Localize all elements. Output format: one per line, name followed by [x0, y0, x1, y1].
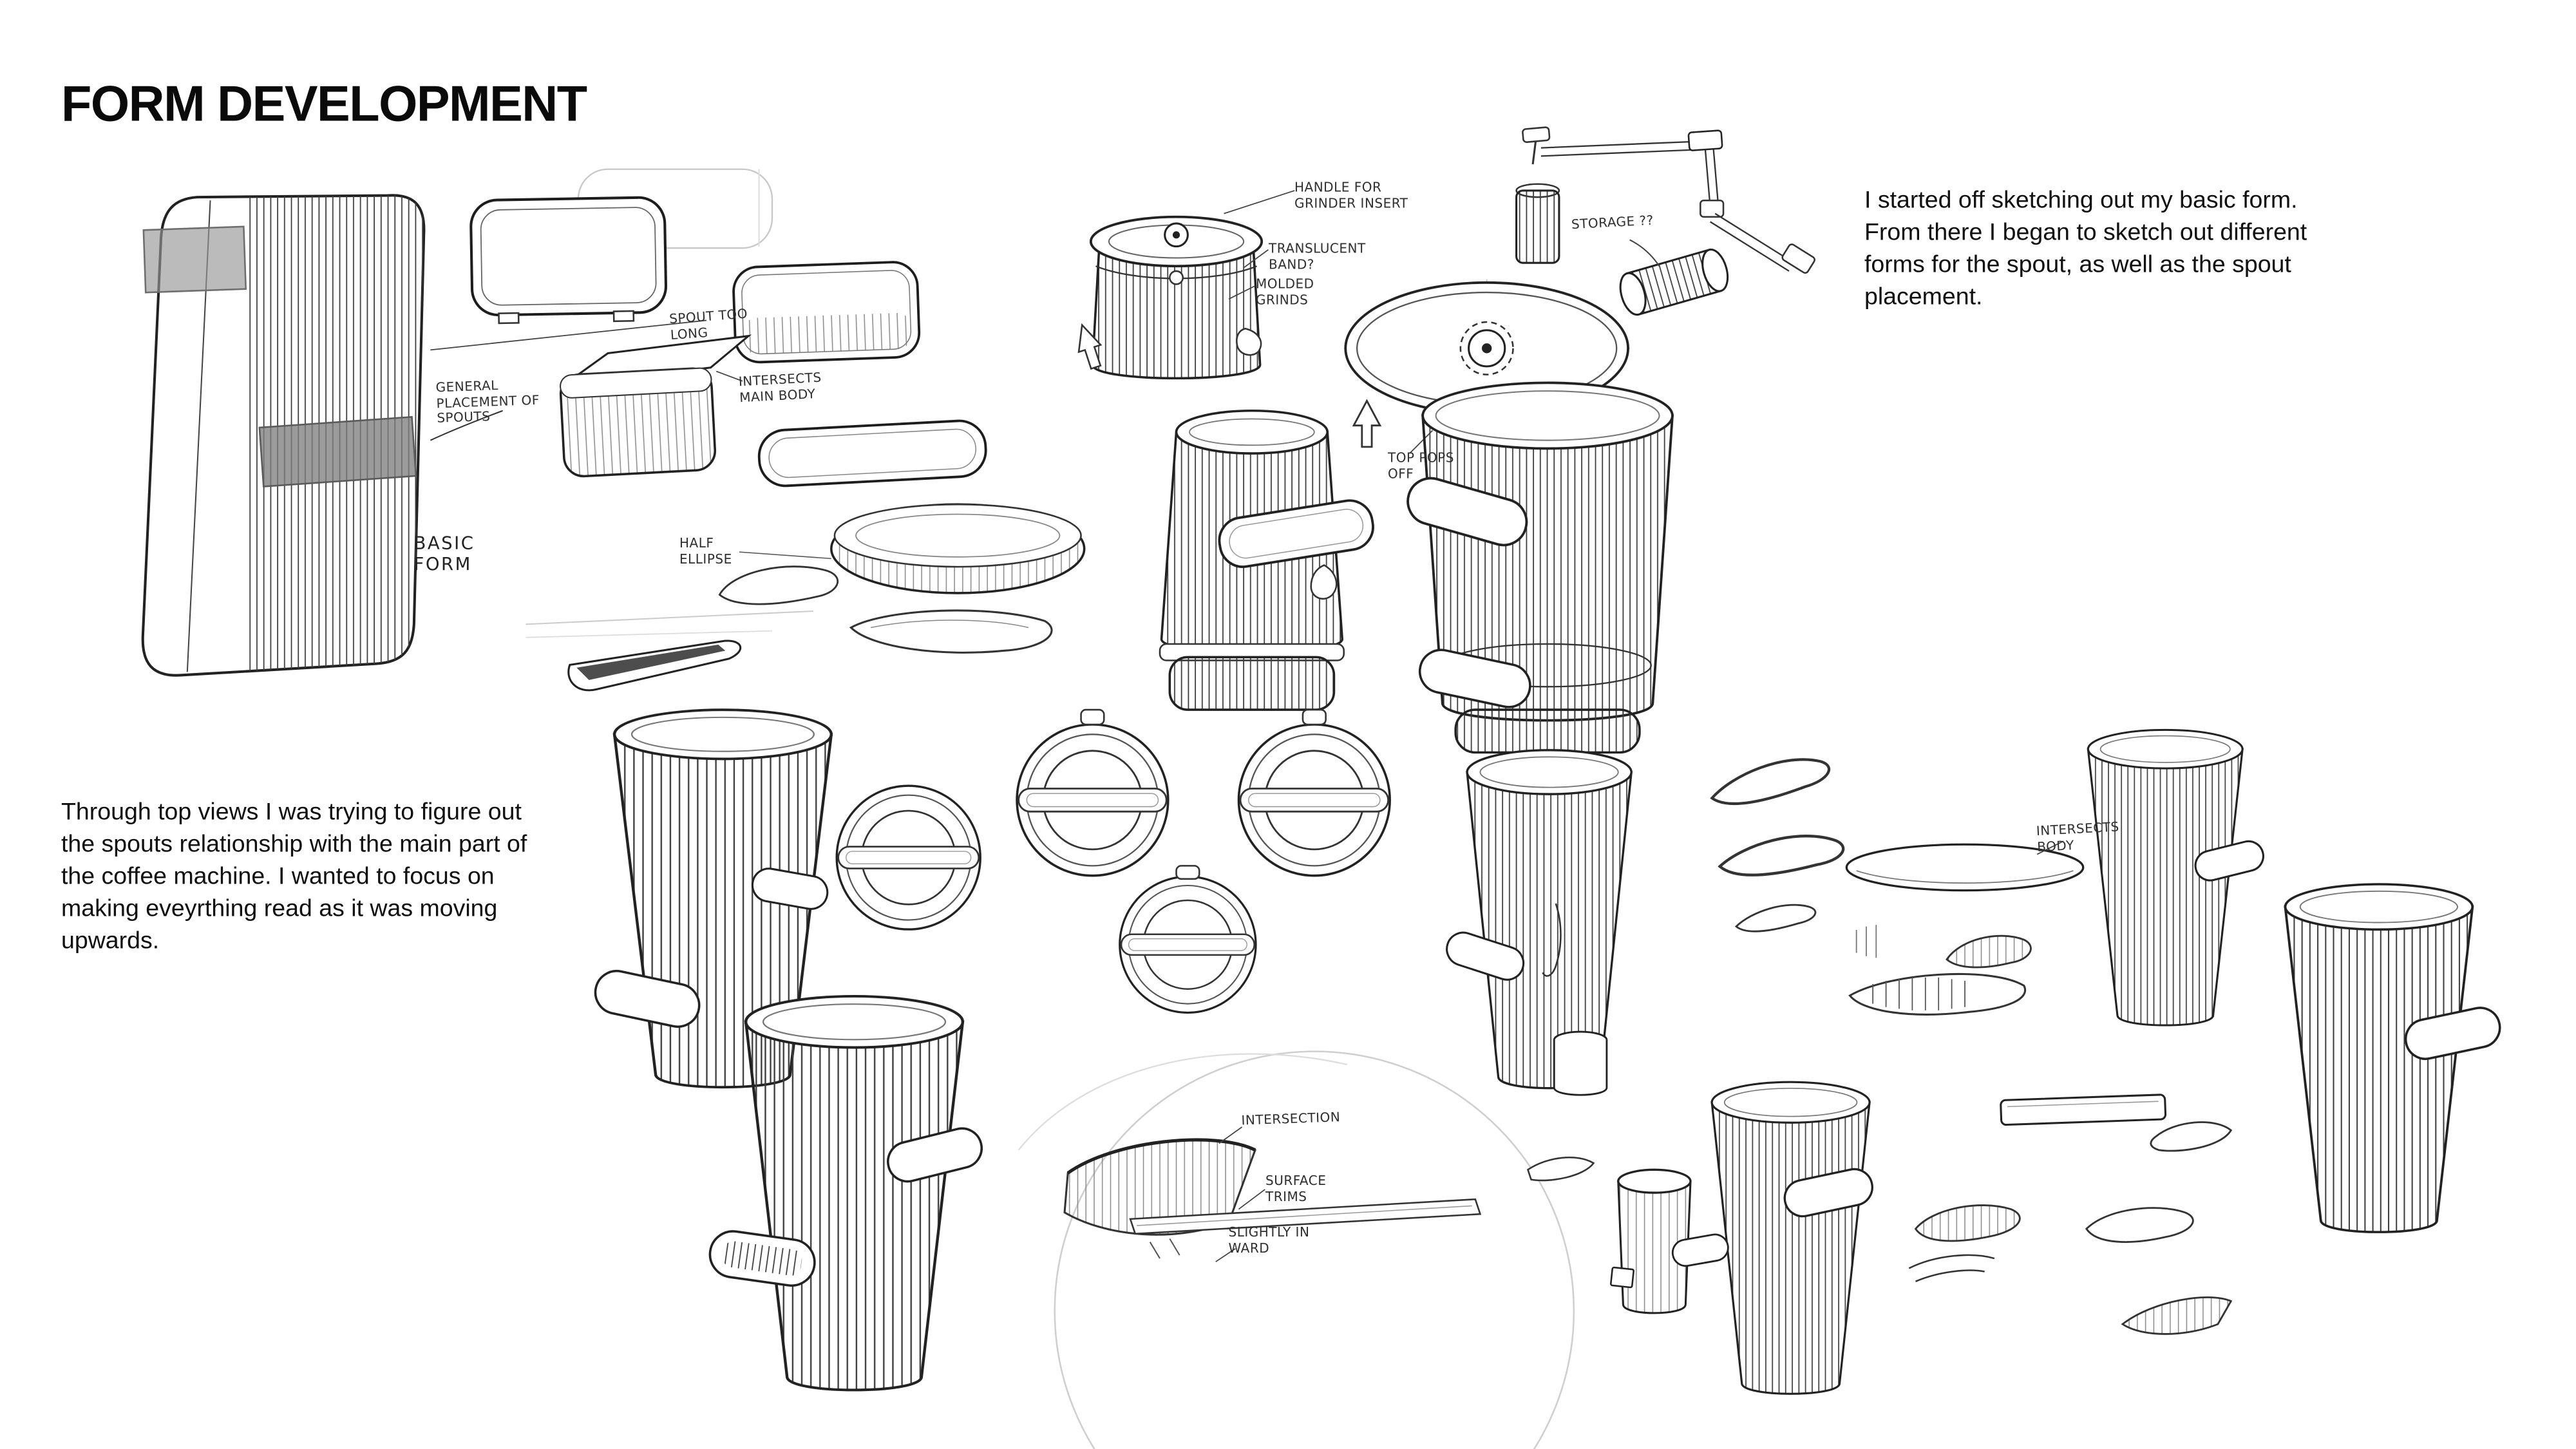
- annotation-general-placement: GENERAL PLACEMENT OF SPOUTS: [435, 378, 540, 426]
- annotation-intersects-main-body: INTERSECTS MAIN BODY: [738, 370, 822, 405]
- top-view-ring-studies-sketch: [835, 708, 1391, 1014]
- top-views-note: Through top views I was trying to figure…: [61, 799, 527, 955]
- surface-intersection-sketch: [1063, 1126, 1482, 1262]
- grinder-spout-band-sketch: [1159, 409, 1374, 711]
- page-title: FORM DEVELOPMENT: [61, 75, 587, 132]
- annotation-spout-too-long: SPOUT TOO LONG: [668, 307, 748, 342]
- storage-cylinder-sketch: [1619, 249, 1729, 316]
- grinder-lid-sketch: [1077, 190, 1295, 380]
- spout-form-studies-sketch: [1708, 754, 2233, 1335]
- half-ellipse-disc-sketch: [567, 503, 1086, 692]
- intro-note: I started off sketching out my basic for…: [1864, 187, 2307, 311]
- annotation-surface-trims: SURFACE TRIMS: [1265, 1173, 1327, 1204]
- annotation-molded-grinds: MOLDED GRINDS: [1256, 277, 1314, 307]
- articulated-arm-sketch: [1515, 126, 1815, 316]
- faint-guides-sketch: [526, 168, 1575, 1449]
- annotation-top-pops-off: TOP POPS OFF: [1388, 451, 1454, 481]
- rounded-box-studies-sketch: [430, 196, 987, 488]
- annotation-half-ellipse: HALF ELLIPSE: [679, 536, 732, 566]
- annotation-translucent-band: TRANSLUCENT BAND?: [1269, 242, 1366, 272]
- tapered-body-studies-sketch: [594, 710, 2501, 1395]
- small-cylinder-study-sketch: [1526, 1156, 1729, 1314]
- annotation-intersects-body: INTERSECTS BODY: [2036, 819, 2120, 855]
- annotation-handle-grinder-insert: HANDLE FOR GRINDER INSERT: [1294, 180, 1408, 211]
- annotation-basic-form: BASIC FORM: [413, 533, 475, 575]
- basic-form-sketch: [141, 194, 503, 677]
- grinder-ring-handle-sketch: [1406, 381, 1674, 754]
- annotation-slightly-inward: SLIGHTLY IN WARD: [1228, 1225, 1310, 1255]
